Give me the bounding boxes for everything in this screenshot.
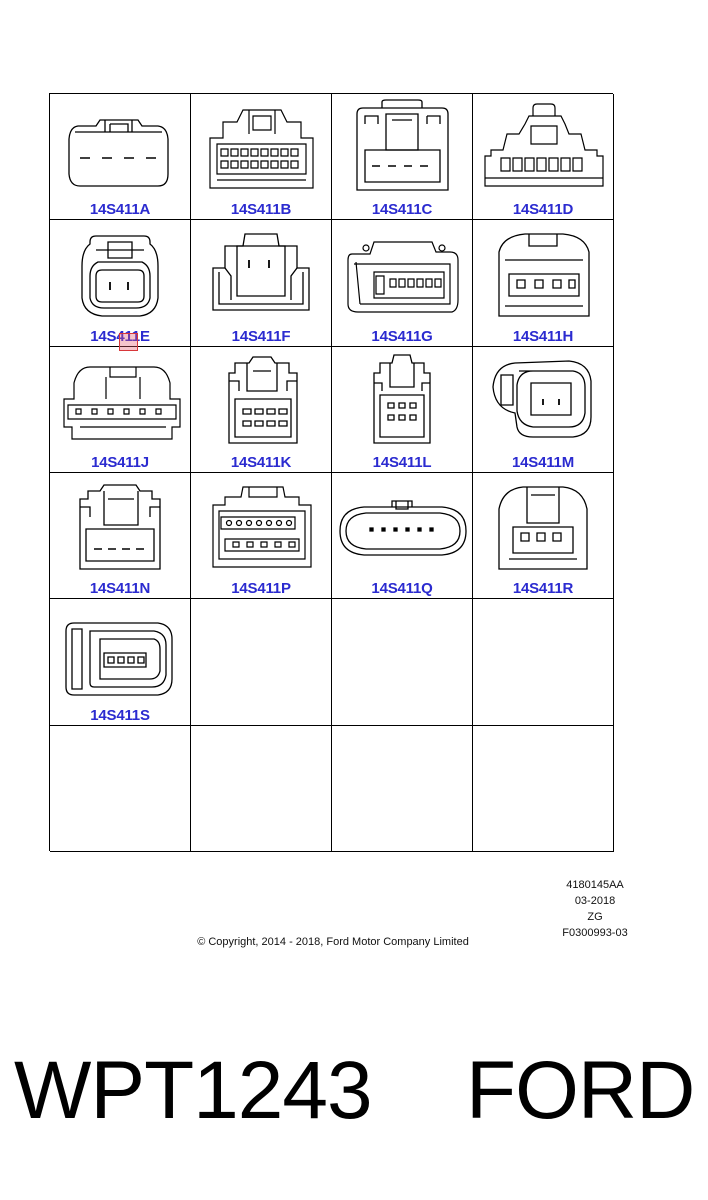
connector-label: 14S411A <box>89 201 151 219</box>
region-code: ZG <box>587 911 603 923</box>
connector-e-icon <box>50 220 191 324</box>
connector-f-icon <box>191 220 332 324</box>
connector-grid: 14S411A 14S411B 14S411C <box>49 93 614 852</box>
connector-cell[interactable]: 14S411A <box>50 94 191 221</box>
connector-cell[interactable]: 14S411J <box>50 346 191 473</box>
figure-number: F0300993-03 <box>562 927 628 939</box>
connector-d-icon <box>473 94 614 198</box>
connector-label: 14S411L <box>372 453 432 471</box>
connector-cell[interactable]: 14S411N <box>50 472 191 600</box>
connector-label: 14S411C <box>371 201 433 219</box>
revision-date: 03-2018 <box>574 895 616 907</box>
empty-cell <box>473 599 614 726</box>
connector-cell[interactable]: 14S411L <box>332 346 473 473</box>
connector-label: 14S411K <box>230 453 292 471</box>
connector-g-icon <box>332 220 473 324</box>
connector-r-icon <box>473 473 614 577</box>
connector-label: 14S411D <box>512 201 574 219</box>
empty-cell <box>191 599 332 726</box>
connector-m-icon <box>473 347 614 451</box>
connector-p-icon <box>191 473 332 577</box>
connector-cell[interactable]: 14S411G <box>332 220 473 347</box>
connector-h-icon <box>473 220 614 324</box>
copyright-notice: © Copyright, 2014 - 2018, Ford Motor Com… <box>197 936 469 948</box>
connector-cell[interactable]: 14S411Q <box>332 472 473 600</box>
connector-cell[interactable]: 14S411P <box>191 472 332 600</box>
connector-cell[interactable]: 14S411E <box>50 220 191 347</box>
connector-cell[interactable]: 14S411R <box>473 472 614 600</box>
connector-c-icon <box>332 94 473 198</box>
connector-j-icon <box>50 347 191 451</box>
connector-label: 14S411E <box>90 327 150 345</box>
footer-brand: FORD <box>466 1045 695 1136</box>
connector-cell[interactable]: 14S411D <box>473 94 614 221</box>
connector-cell[interactable]: 14S411K <box>191 346 332 473</box>
connector-cell[interactable]: 14S411H <box>473 220 614 347</box>
connector-label: 14S411N <box>89 580 151 598</box>
connector-s-icon <box>50 599 191 703</box>
connector-label: 14S411F <box>231 327 291 345</box>
selection-highlight <box>119 333 138 351</box>
connector-label: 14S411S <box>90 706 150 724</box>
connector-cell[interactable]: 14S411M <box>473 346 614 473</box>
connector-cell[interactable]: 14S411F <box>191 220 332 347</box>
empty-cell <box>332 599 473 726</box>
connector-label: 14S411P <box>231 580 291 598</box>
connector-b-icon <box>191 94 332 198</box>
connector-l-icon <box>332 347 473 451</box>
empty-cell <box>473 725 614 852</box>
empty-cell <box>191 725 332 852</box>
connector-n-icon <box>50 473 191 577</box>
connector-cell[interactable]: 14S411S <box>50 599 191 726</box>
connector-cell[interactable]: 14S411B <box>191 94 332 221</box>
connector-label: 14S411J <box>91 453 149 471</box>
part-number: 4180145AA <box>566 879 624 891</box>
connector-a-icon <box>50 94 191 198</box>
empty-cell <box>332 725 473 852</box>
connector-label: 14S411H <box>512 327 574 345</box>
connector-q-icon <box>332 473 473 577</box>
footer-code: WPT1243 <box>14 1045 373 1136</box>
connector-label: 14S411B <box>230 201 292 219</box>
connector-label: 14S411R <box>512 580 574 598</box>
connector-k-icon <box>191 347 332 451</box>
connector-label: 14S411M <box>512 453 574 471</box>
connector-label: 14S411Q <box>371 580 433 598</box>
connector-cell[interactable]: 14S411C <box>332 94 473 221</box>
empty-cell <box>50 725 191 852</box>
connector-label: 14S411G <box>371 327 433 345</box>
